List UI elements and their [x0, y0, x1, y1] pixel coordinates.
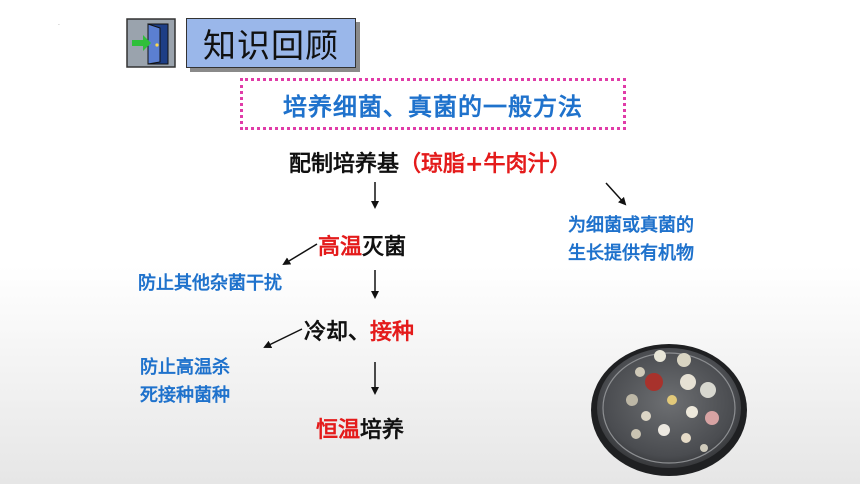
arrow-cool-to-note — [263, 328, 303, 348]
door-exit-icon[interactable] — [126, 18, 176, 68]
corner-dot: · — [58, 22, 60, 29]
arrow-sterilize-to-note — [282, 243, 318, 266]
note-nutrients: 为细菌或真菌的 生长提供有机物 — [536, 212, 726, 268]
step-incubate-red: 恒温 — [316, 418, 361, 443]
note-cool: 防止高温杀 死接种菌种 — [140, 354, 230, 410]
note-cool-line2: 死接种菌种 — [140, 385, 230, 406]
note-nutrients-line2: 生长提供有机物 — [568, 243, 694, 264]
step-incubate-rest: 培养 — [360, 418, 405, 443]
step-sterilize-red: 高温 — [318, 235, 363, 260]
step-sterilize-rest: 灭菌 — [362, 235, 407, 260]
note-cool-line1: 防止高温杀 — [140, 357, 230, 378]
note-sterilize: 防止其他杂菌干扰 — [138, 270, 282, 298]
step-prepare-medium-label: 配制培养基 — [289, 152, 400, 177]
step-cool-inoculate-rest: 冷却、 — [304, 320, 371, 345]
step-prepare-medium-ingredients: （琼脂+牛肉汁） — [399, 152, 572, 177]
arrow-medium-to-nutrients — [605, 182, 627, 206]
note-sterilize-text: 防止其他杂菌干扰 — [138, 273, 282, 294]
step-incubate: 恒温培养 — [316, 412, 404, 444]
note-nutrients-line1: 为细菌或真菌的 — [568, 215, 694, 236]
step-sterilize: 高温灭菌 — [318, 229, 406, 261]
petri-dish-image — [588, 338, 750, 478]
step-cool-inoculate: 冷却、接种 — [304, 314, 414, 346]
method-title: 培养细菌、真菌的一般方法 — [283, 92, 583, 121]
step-prepare-medium: 配制培养基（琼脂+牛肉汁） — [289, 146, 571, 178]
section-header-title: 知识回顾 — [203, 26, 339, 65]
step-cool-inoculate-red: 接种 — [370, 320, 415, 345]
section-header: 知识回顾 — [186, 18, 356, 68]
method-title-box: 培养细菌、真菌的一般方法 — [240, 78, 626, 130]
